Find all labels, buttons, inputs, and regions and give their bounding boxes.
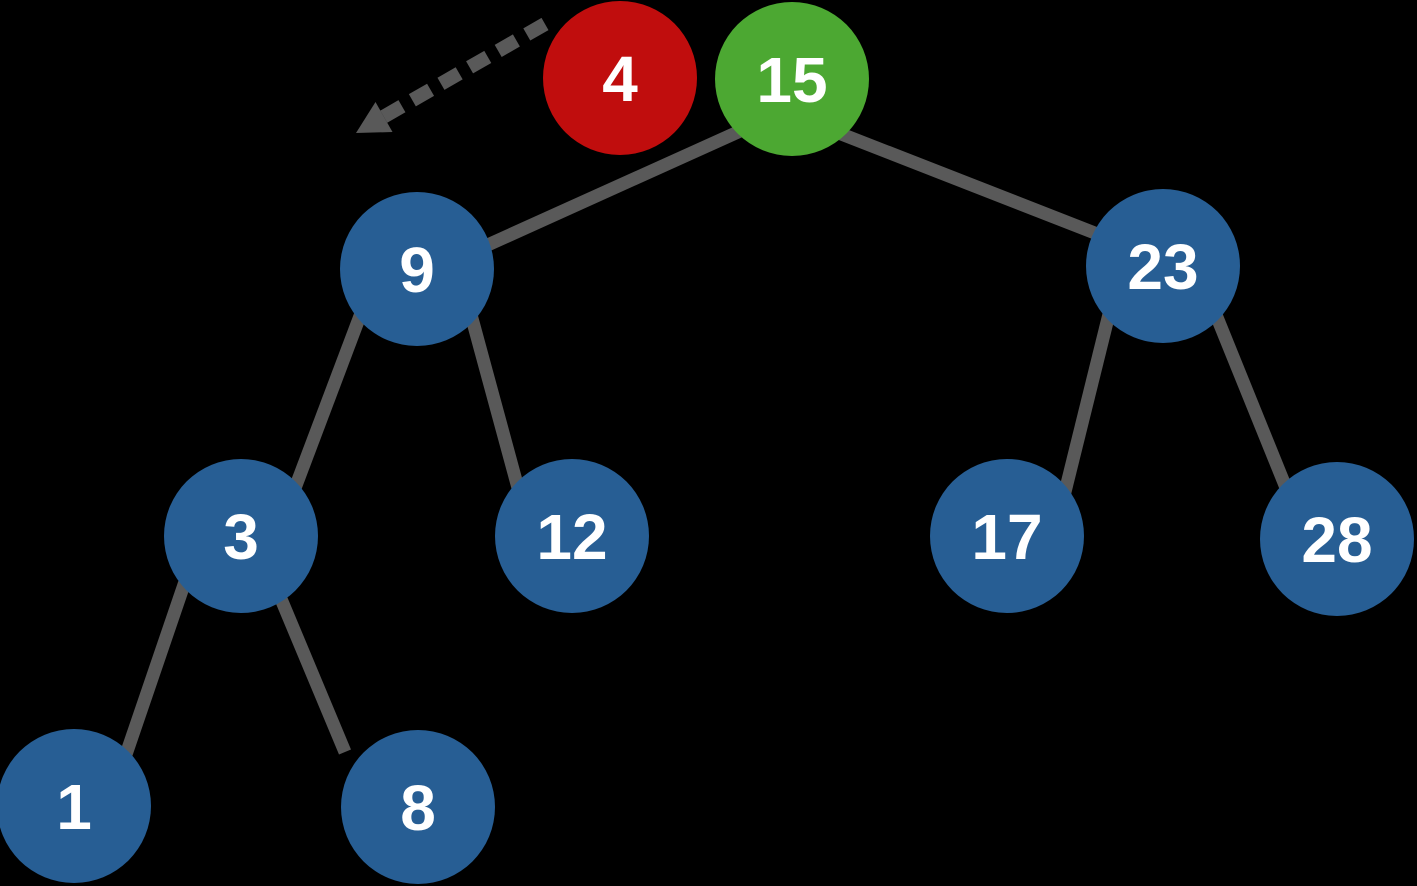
tree-node-4: 4 (543, 1, 697, 155)
tree-node-12: 12 (495, 459, 649, 613)
node-value: 1 (56, 771, 92, 843)
tree-node-17: 17 (930, 459, 1084, 613)
node-value: 4 (602, 43, 638, 115)
node-value: 9 (399, 234, 435, 306)
node-value: 23 (1127, 231, 1198, 303)
node-value: 17 (971, 501, 1042, 573)
tree-node-28: 28 (1260, 462, 1414, 616)
dashed-arrow-line (374, 17, 549, 127)
tree-node-9: 9 (340, 192, 494, 346)
tree-edge-9-12 (460, 298, 531, 512)
traversal-dashed-arrow (356, 17, 549, 133)
node-circle-default (341, 730, 495, 884)
node-circle-default (1086, 189, 1240, 343)
node-value: 3 (223, 501, 259, 573)
node-circle-default (0, 729, 151, 883)
node-value: 15 (756, 44, 827, 116)
tree-node-23: 23 (1086, 189, 1240, 343)
arrowhead-icon (356, 102, 393, 133)
tree-node-15: 15 (715, 2, 869, 156)
tree-edge-3-1 (112, 567, 196, 778)
node-value: 12 (536, 501, 607, 573)
node-circle-insert (543, 1, 697, 155)
node-circle-default (930, 459, 1084, 613)
node-circle-default (164, 459, 318, 613)
node-value: 8 (400, 772, 436, 844)
tree-node-8: 8 (341, 730, 495, 884)
tree-edge-23-17 (1056, 308, 1117, 502)
node-circle-default (1260, 462, 1414, 616)
node-circle-default (340, 192, 494, 346)
tree-edge-9-3 (279, 297, 373, 515)
node-value: 28 (1301, 504, 1372, 576)
node-circle-current (715, 2, 869, 156)
tree-edge-3-8 (265, 572, 351, 755)
tree-edge-23-28 (1203, 297, 1300, 508)
tree-node-1: 1 (0, 729, 151, 883)
node-circle-default (495, 459, 649, 613)
tree-node-3: 3 (164, 459, 318, 613)
